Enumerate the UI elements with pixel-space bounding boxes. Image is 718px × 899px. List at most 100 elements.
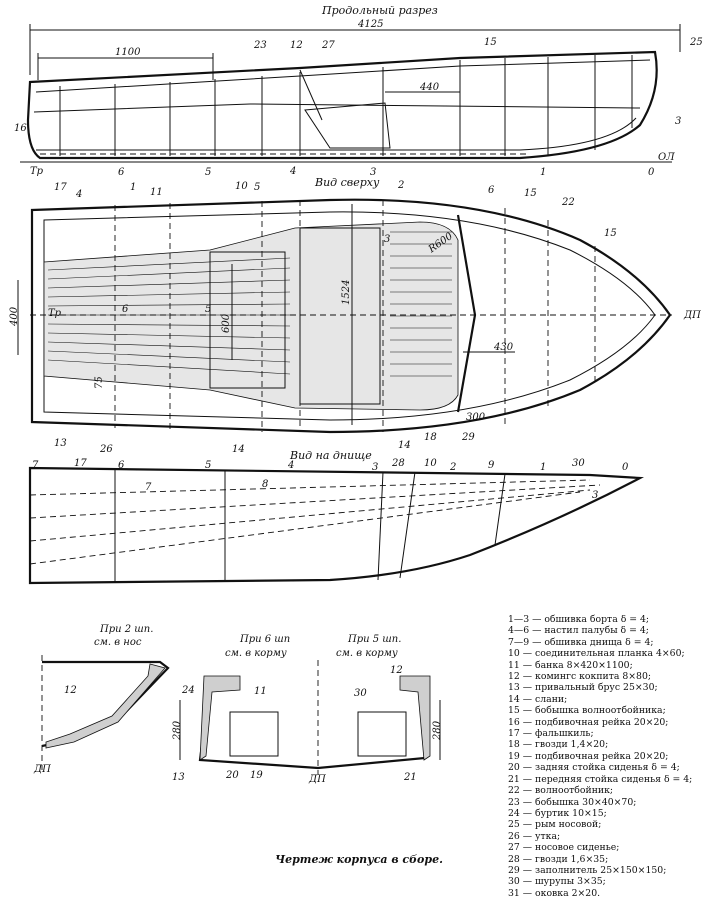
- section-title: см. в корму: [336, 648, 398, 659]
- dim-400: 400: [9, 306, 20, 327]
- top-label: 14: [232, 444, 245, 455]
- top-five: 5: [205, 304, 211, 315]
- bottom-view-title: Вид на днище: [289, 449, 372, 462]
- top-dp: ДП: [683, 310, 701, 321]
- section-dim-280: 280: [172, 720, 183, 741]
- section-label: 21: [403, 772, 417, 783]
- dim-600: 600: [221, 313, 232, 333]
- legend-item: 20 — задняя стойка сиденья δ = 4;: [508, 762, 680, 774]
- top-label: 18: [424, 432, 437, 443]
- top-label: 5: [254, 182, 260, 193]
- section-title: При 5 шп.: [347, 634, 401, 645]
- legend-item: 29 — заполнитель 25×150×150;: [508, 864, 667, 876]
- legend-item: 4—6 — настил палубы δ = 4;: [508, 625, 649, 637]
- top-label: 15: [524, 188, 537, 199]
- bottom-label: 10: [424, 458, 437, 469]
- bottom-label: 1: [540, 462, 546, 473]
- top-six: 6: [122, 304, 129, 315]
- bottom-label: 2: [449, 462, 456, 473]
- top-label: 22: [561, 197, 575, 208]
- legend-item: 17 — фальшкиль;: [508, 728, 594, 740]
- mark-zero: 0: [648, 167, 655, 178]
- side-view-title: Продольный разрез: [321, 4, 438, 17]
- side-label: 1: [130, 182, 136, 193]
- side-label: 5: [205, 167, 211, 178]
- section-label: 11: [254, 686, 267, 697]
- legend-item: 26 — утка;: [508, 830, 561, 842]
- bottom-label: 17: [74, 458, 87, 469]
- bottom-label: 4: [287, 460, 294, 471]
- section-label: 12: [64, 685, 77, 696]
- legend-item: 18 — гвозди 1,4×20;: [508, 739, 609, 751]
- dim-1524: 1524: [341, 280, 352, 305]
- legend-item: 14 — слани;: [508, 693, 568, 705]
- section-title: см. в корму: [225, 648, 287, 659]
- side-label: 3: [370, 167, 376, 178]
- legend-item: 13 — привальный брус 25×30;: [508, 682, 658, 694]
- section-frame-2: При 2 шп. см. в нос 12 ДП: [33, 624, 170, 775]
- top-view: Вид сверху: [9, 176, 701, 455]
- section-label: 13: [172, 772, 185, 783]
- side-label: 2: [397, 180, 404, 191]
- top-label: 6: [488, 185, 495, 196]
- top-tr: Тр: [48, 308, 62, 319]
- bottom-label: 8: [262, 479, 268, 490]
- legend-item: 27 — носовое сиденье;: [508, 842, 620, 854]
- section-label: 20: [225, 770, 239, 781]
- dim-75: 75: [94, 376, 105, 389]
- top-label: 26: [99, 444, 113, 455]
- bottom-label: 28: [391, 458, 405, 469]
- mark-ol: ОЛ: [658, 152, 675, 163]
- top-label: 11: [150, 187, 163, 198]
- dim-1100: 1100: [115, 47, 141, 58]
- legend-item: 28 — гвозди 1,6×35;: [508, 853, 609, 865]
- drawing-caption: Чертеж корпуса в сборе.: [275, 853, 443, 866]
- dim-440: 440: [419, 82, 440, 93]
- bottom-label: 3: [592, 490, 598, 501]
- legend-item: 1—3 — обшивка борта δ = 4;: [508, 614, 650, 625]
- side-label: 1: [540, 167, 546, 178]
- bottom-view: Вид на днище 7 17 6 5 7 8 4 3 28 10 2 9 …: [28, 449, 645, 585]
- top-view-title: Вид сверху: [314, 176, 380, 189]
- side-label: 10: [235, 181, 248, 192]
- dim-430: 430: [493, 342, 514, 353]
- side-label: 6: [118, 167, 125, 178]
- side-label: 27: [321, 40, 335, 51]
- side-label: 23: [253, 40, 267, 51]
- mark-tr: Тр: [30, 166, 44, 177]
- legend-item: 31 — оковка 2×20.: [508, 887, 601, 899]
- top-label: 3: [384, 234, 390, 245]
- legend-item: 21 — передняя стойка сиденья δ = 4;: [508, 773, 693, 785]
- bottom-label: 0: [622, 462, 629, 473]
- side-label: 15: [484, 37, 497, 48]
- legend-item: 23 — бобышка 30×40×70;: [508, 796, 637, 808]
- legend-item: 25 — рым носовой;: [508, 819, 602, 831]
- section-label: 19: [250, 770, 263, 781]
- legend-item: 12 — комингс кокпита 8×80;: [508, 671, 652, 683]
- legend-item: 16 — подбивочная рейка 20×20;: [508, 716, 669, 728]
- section-dim-280: 280: [432, 720, 443, 741]
- section-label: 30: [354, 688, 367, 699]
- section-dp: ДП: [308, 774, 326, 785]
- top-label: 15: [604, 228, 617, 239]
- top-label: 13: [54, 438, 67, 449]
- top-label: 4: [75, 189, 82, 200]
- legend-item: 24 — буртик 10×15;: [508, 807, 607, 819]
- bottom-label: 30: [572, 458, 585, 469]
- section-dp: ДП: [33, 764, 51, 775]
- bottom-label: 5: [205, 460, 211, 471]
- section-label: 12: [390, 665, 403, 676]
- section-frame-6-5: При 6 шп см. в корму При 5 шп. см. в кор…: [172, 634, 443, 785]
- side-label: 25: [689, 37, 703, 48]
- side-view: Продольный разрез 4125 1100 440: [14, 4, 703, 193]
- hull-drawing: Продольный разрез 4125 1100 440: [9, 4, 703, 785]
- legend-item: 15 — бобышка волноотбойника;: [508, 705, 666, 717]
- section-title: При 6 шп: [239, 634, 290, 645]
- overall-length-dim: 4125: [357, 19, 383, 30]
- section-title: При 2 шп.: [99, 624, 153, 635]
- bottom-label: 9: [488, 460, 495, 471]
- side-label: 3: [675, 116, 681, 127]
- side-label: 12: [290, 40, 303, 51]
- section-label: 24: [181, 685, 195, 696]
- bottom-label: 7: [145, 482, 152, 493]
